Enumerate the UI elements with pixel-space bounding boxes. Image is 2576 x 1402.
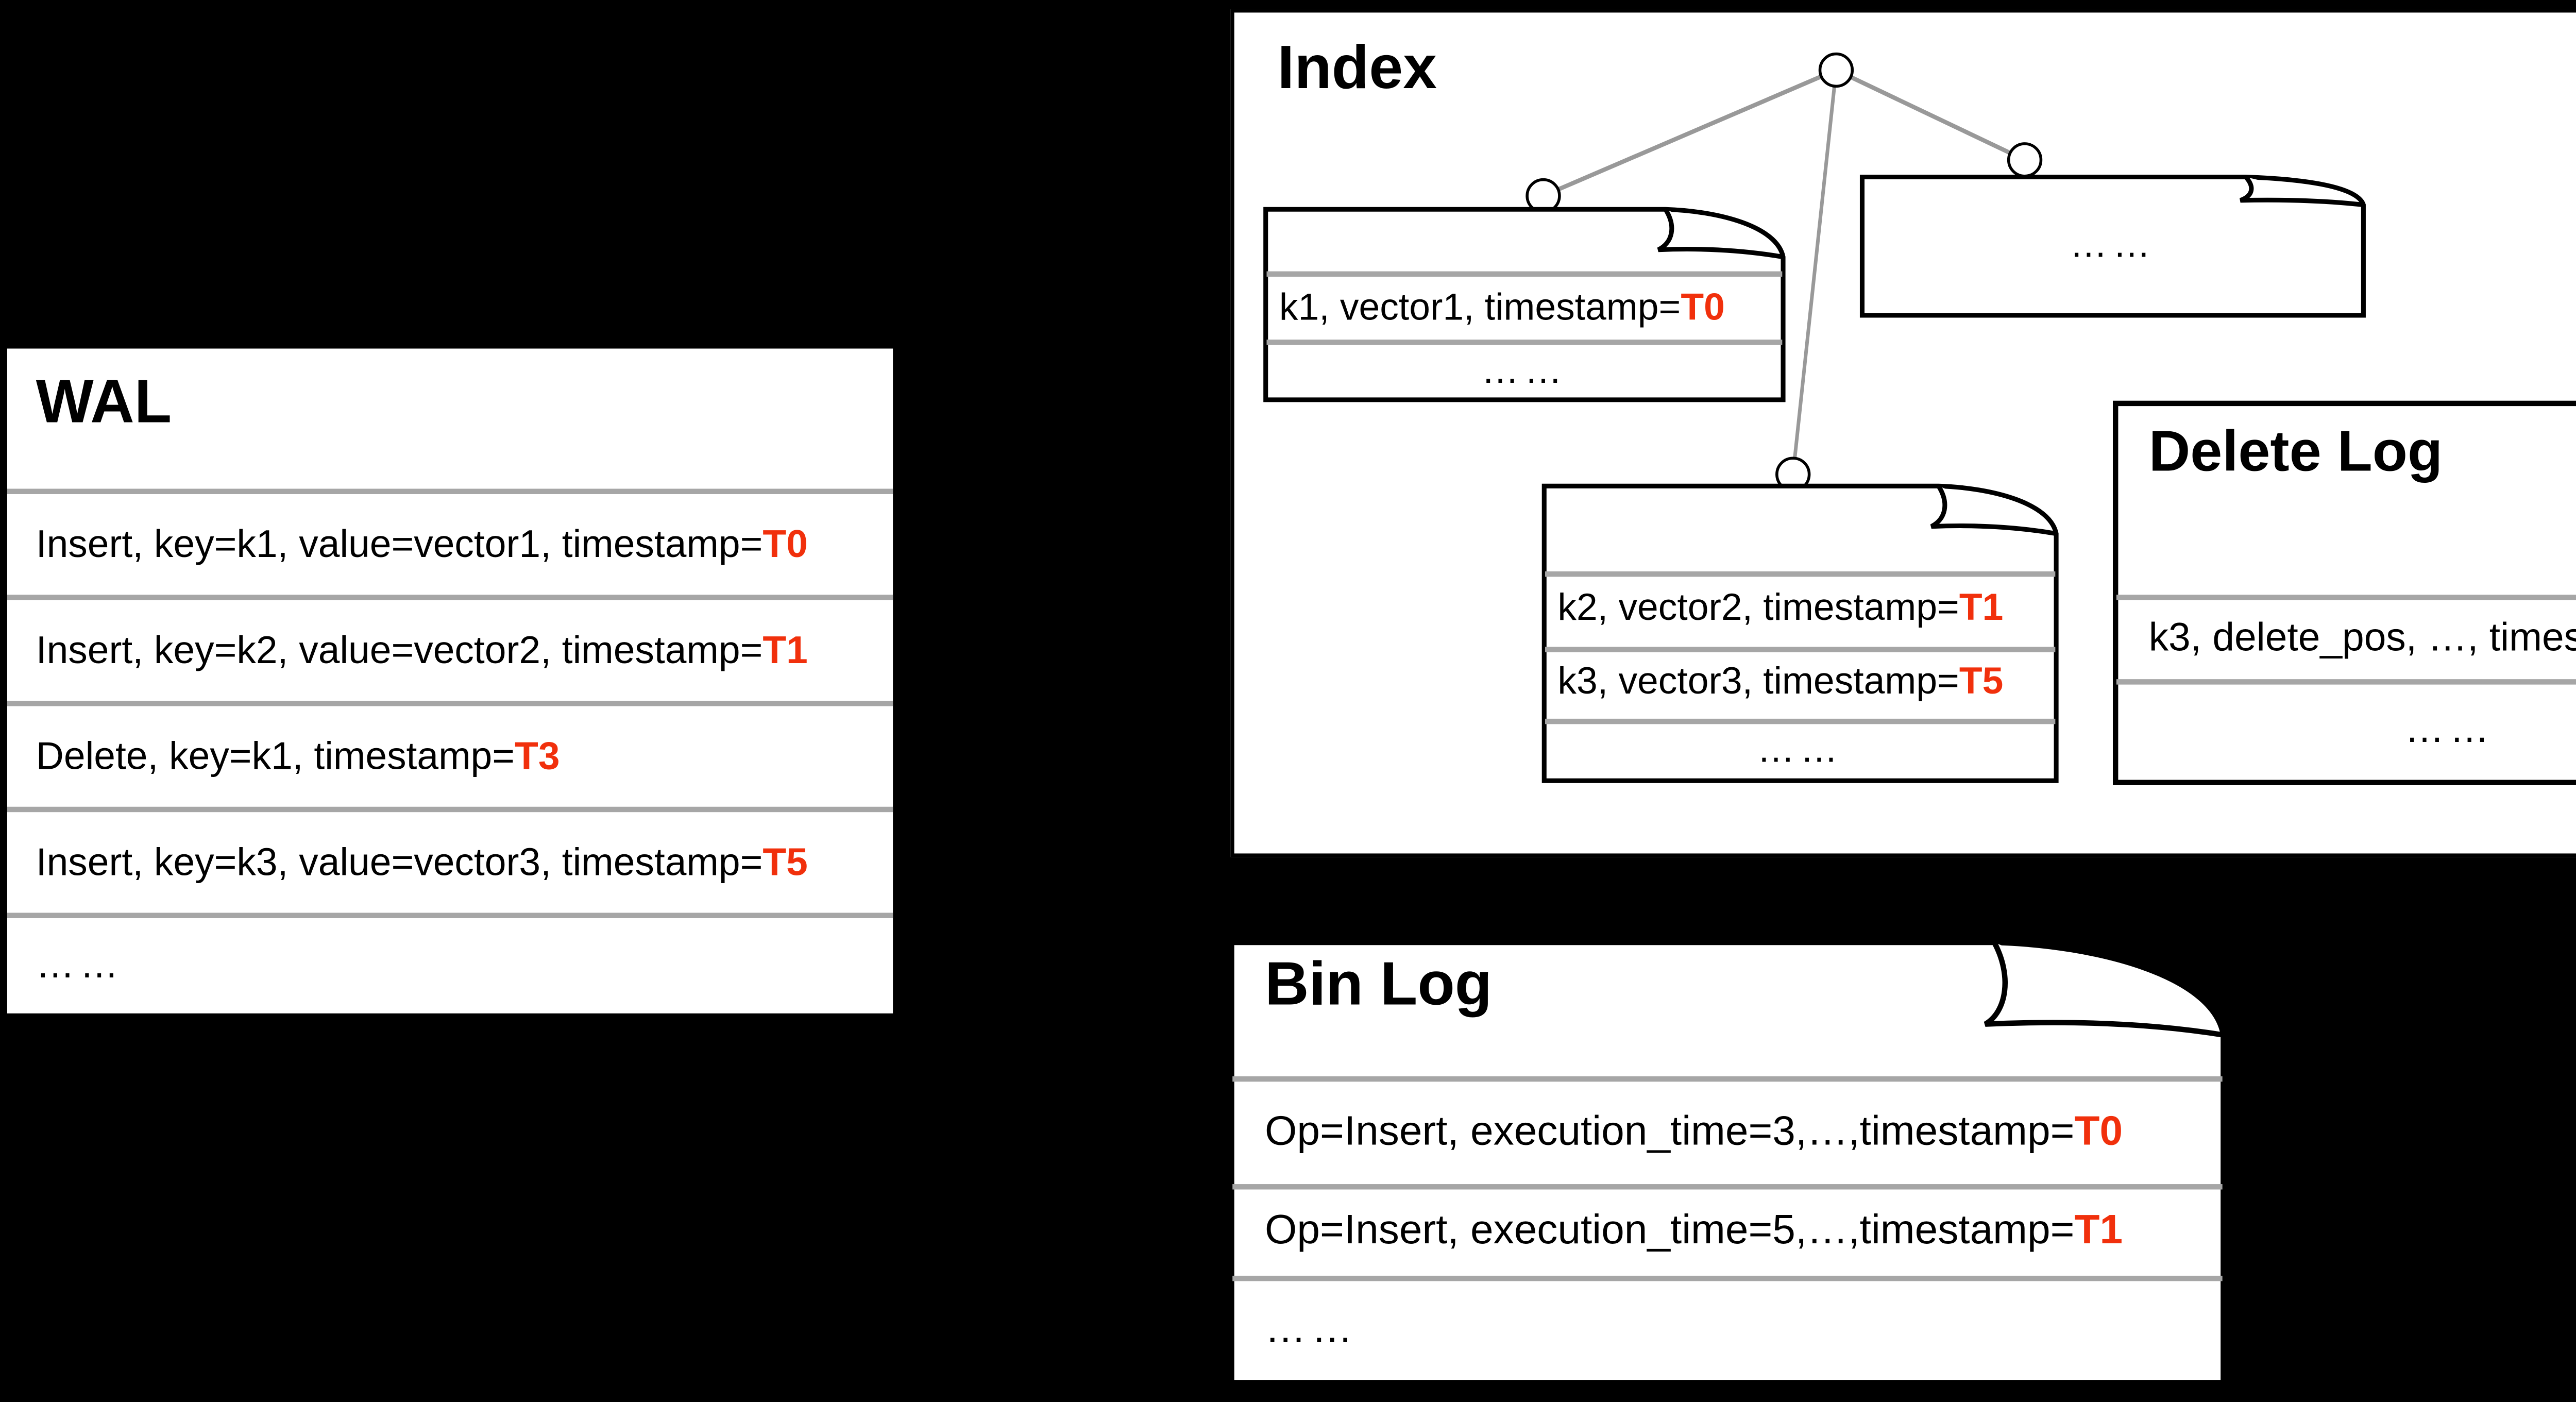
bin-log-row: Op=Insert, execution_time=5,…,timestamp=…: [1229, 1190, 2226, 1271]
document-page-icon: [1859, 174, 2366, 318]
segment-row: k2, vector2, timestamp=T1: [1541, 577, 2059, 641]
timestamp-value: T1: [1959, 587, 2004, 629]
index-tree: [1526, 52, 2043, 492]
delete-log-row-text: k3, delete_pos, …, timestamp=: [2148, 613, 2576, 659]
delete-log-row-text: ……: [2404, 706, 2495, 751]
wal-row: Insert, key=k3, value=vector3, timestamp…: [7, 812, 893, 913]
segment-row-text: ……: [2070, 224, 2156, 266]
tree-edge: [1791, 70, 1838, 475]
separator: [1232, 1076, 2223, 1082]
separator: [1232, 1275, 2223, 1281]
index-title: Index: [1277, 34, 1437, 103]
document-page-icon: [1229, 939, 2226, 1386]
wal-row: Insert, key=k2, value=vector2, timestamp…: [7, 600, 893, 701]
segment-row-ellipsis: ……: [1263, 345, 1786, 399]
page-curl-icon: [1657, 208, 1784, 260]
timestamp-value: T0: [762, 522, 808, 565]
separator: [7, 488, 893, 494]
wal-row-text: Insert, key=k3, value=vector3, timestamp…: [36, 840, 763, 883]
wal-row-ellipsis: ……: [7, 918, 893, 1014]
separator: [2116, 679, 2576, 685]
separator: [1232, 1184, 2223, 1190]
segment-row-text: k2, vector2, timestamp=: [1557, 587, 1959, 629]
wal-row: Insert, key=k1, value=vector1, timestamp…: [7, 494, 893, 595]
wal-row-text: Insert, key=k1, value=vector1, timestamp…: [36, 522, 763, 565]
bin-log-row-text: Op=Insert, execution_time=5,…,timestamp=: [1264, 1205, 2075, 1253]
delete-log-panel: Delete Log k3, delete_pos, …, timestamp=…: [2112, 400, 2576, 785]
wal-row: Delete, key=k1, timestamp=T3: [7, 706, 893, 806]
segment-row-text: k1, vector1, timestamp=: [1279, 286, 1681, 328]
separator: [1545, 647, 2056, 652]
separator: [1266, 271, 1783, 277]
segment-row-text: k3, vector3, timestamp=: [1557, 661, 1959, 703]
delete-log-row: k3, delete_pos, …, timestamp=T3: [2113, 600, 2576, 674]
separator: [1545, 718, 2056, 724]
separator: [7, 595, 893, 600]
document-page-icon: [2112, 400, 2576, 785]
timestamp-value: T5: [762, 840, 808, 883]
separator: [2116, 595, 2576, 600]
tree-edge: [1542, 68, 1837, 198]
delete-log-row-ellipsis: ……: [2113, 685, 2576, 774]
separator: [7, 701, 893, 706]
segment-row-text: ……: [1757, 729, 1843, 771]
document-outline: [2112, 400, 2576, 785]
index-segment-file-k2-k3: k2, vector2, timestamp=T1 k3, vector3, t…: [1541, 483, 2059, 783]
bin-log-row-ellipsis: ……: [1229, 1281, 2226, 1374]
tree-root-node-circle: [1818, 52, 1854, 88]
separator: [1266, 340, 1783, 345]
wal-title: WAL: [36, 368, 172, 437]
wal-row-text: ……: [36, 943, 124, 987]
separator: [7, 913, 893, 918]
delete-log-title: Delete Log: [2148, 418, 2443, 484]
page-curl-icon: [2239, 175, 2364, 208]
separator: [7, 806, 893, 813]
segment-row-ellipsis: ……: [1859, 174, 2366, 318]
bin-log-row: Op=Insert, execution_time=3,…,timestamp=…: [1229, 1082, 2226, 1178]
page-curl-icon: [1984, 941, 2224, 1038]
bin-log-title: Bin Log: [1264, 950, 1493, 1019]
document-page-icon: [1263, 207, 1786, 402]
timestamp-value: T1: [762, 628, 808, 671]
page-curl-icon: [1930, 484, 2057, 536]
wal-row-text: Delete, key=k1, timestamp=: [36, 734, 515, 778]
wal-panel: WAL Insert, key=k1, value=vector1, times…: [7, 348, 893, 1014]
tree-edge: [1835, 68, 2026, 162]
segment-row-text: ……: [1481, 350, 1568, 392]
bin-log-panel: Bin Log Op=Insert, execution_time=3,…,ti…: [1229, 939, 2226, 1386]
timestamp-value: T3: [515, 734, 560, 778]
wal-row-text: Insert, key=k2, value=vector2, timestamp…: [36, 628, 763, 671]
timestamp-value: T1: [2074, 1205, 2123, 1253]
timestamp-value: T0: [2074, 1106, 2123, 1153]
segment-row: k1, vector1, timestamp=T0: [1263, 277, 1786, 340]
timestamp-value: T0: [1681, 286, 1725, 328]
index-segment-file-k1: k1, vector1, timestamp=T0 ……: [1263, 207, 1786, 402]
separator: [1545, 571, 2056, 577]
bin-log-row-text: ……: [1264, 1303, 1359, 1350]
index-segment-file-more: ……: [1859, 174, 2366, 318]
tree-node-circle: [2007, 142, 2043, 178]
document-page-icon: [1541, 483, 2059, 783]
bin-log-row-text: Op=Insert, execution_time=3,…,timestamp=: [1264, 1106, 2075, 1153]
timestamp-value: T5: [1959, 661, 2004, 703]
segment-row: k3, vector3, timestamp=T5: [1541, 652, 2059, 714]
segment-row-ellipsis: ……: [1541, 724, 2059, 778]
document-outline: [1229, 939, 2226, 1386]
